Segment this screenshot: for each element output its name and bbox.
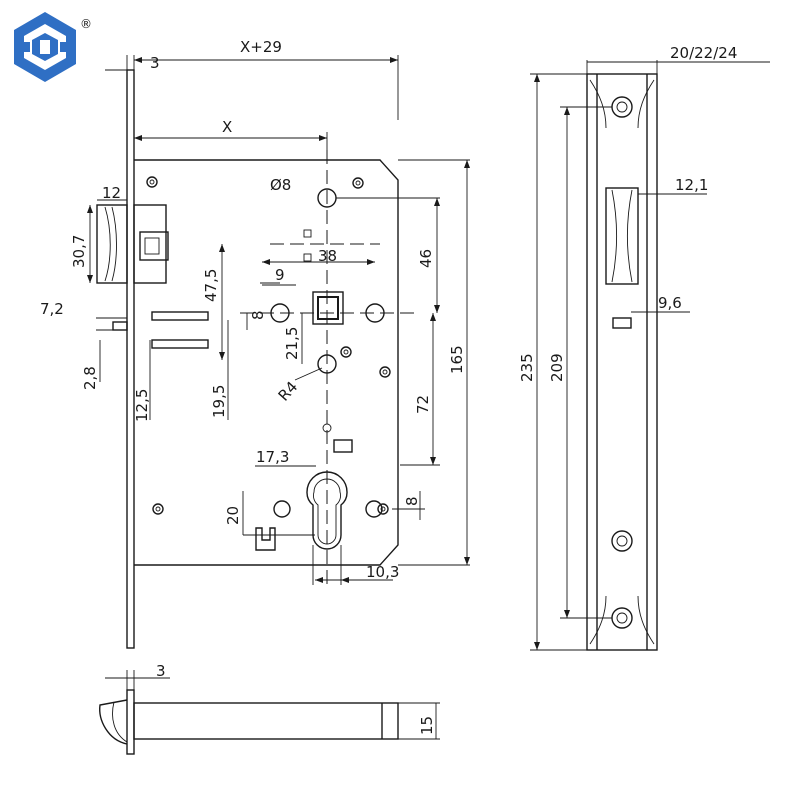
- bottom-view: [99, 670, 440, 755]
- center-lines: [240, 150, 420, 585]
- dim-bolt-12-5: 12,5: [133, 389, 151, 422]
- latch-bar-upper: [151, 311, 209, 321]
- dim-latch-height: 30,7: [70, 235, 88, 268]
- lock-case-outline: [134, 159, 399, 566]
- brand-logo: [14, 12, 76, 82]
- strike-plate: [586, 73, 658, 651]
- small-square-2: [303, 253, 312, 262]
- dim-cylinder-20: 20: [224, 506, 242, 525]
- dim-radius-r4: R4: [275, 378, 302, 405]
- forend-plate: [126, 69, 135, 649]
- dim-vertical-19-5: 19,5: [210, 385, 228, 418]
- lower-catch: [255, 527, 276, 551]
- latch-bolt: [96, 204, 169, 284]
- strike-plate-dimensions: [530, 60, 770, 651]
- dim-small-8-left: 8: [249, 310, 267, 320]
- dim-strike-9-6: 9,6: [658, 294, 682, 312]
- dimension-lines-main: [89, 55, 470, 585]
- dim-offset-38: 38: [318, 247, 337, 265]
- latch-bar-lower: [151, 339, 209, 349]
- dim-strike-12-1: 12,1: [675, 176, 708, 194]
- dim-offset-9: 9: [275, 266, 285, 284]
- dim-latch-width: 12: [102, 184, 121, 202]
- dim-vertical-72: 72: [414, 395, 432, 414]
- cylinder-hole-right: [365, 500, 383, 518]
- dim-vertical-21-5: 21,5: [283, 327, 301, 360]
- dim-plate-width: 20/22/24: [670, 44, 737, 62]
- case-screws: [146, 176, 391, 515]
- registered-mark: ®: [80, 17, 92, 31]
- dim-x-plus-29: X+29: [240, 38, 282, 56]
- small-block: [333, 439, 353, 453]
- dim-height-165: 165: [448, 345, 466, 374]
- cylinder-cutout: [306, 471, 348, 550]
- dim-bottom-3: 3: [156, 662, 166, 680]
- dim-bolt-2-8: 2,8: [81, 366, 99, 390]
- dim-vertical-46: 46: [417, 249, 435, 268]
- cylinder-hole-left: [273, 500, 291, 518]
- dim-x: X: [222, 118, 232, 136]
- dim-plate-inner: 209: [548, 353, 566, 382]
- dimension-arrows: [87, 57, 470, 583]
- dim-cylinder-10-3: 10,3: [366, 563, 399, 581]
- dim-hole-diameter: Ø8: [270, 176, 291, 194]
- dim-bolt-7-2: 7,2: [40, 300, 64, 318]
- dim-vertical-47-5: 47,5: [202, 269, 220, 302]
- dim-front-thickness: 3: [150, 54, 160, 72]
- dim-small-8-right: 8: [403, 496, 421, 506]
- small-bolt: [112, 321, 128, 331]
- small-square-1: [303, 229, 312, 238]
- dim-cylinder-17-3: 17,3: [256, 448, 289, 466]
- dim-bottom-15: 15: [418, 716, 436, 735]
- dim-plate-height: 235: [518, 353, 536, 382]
